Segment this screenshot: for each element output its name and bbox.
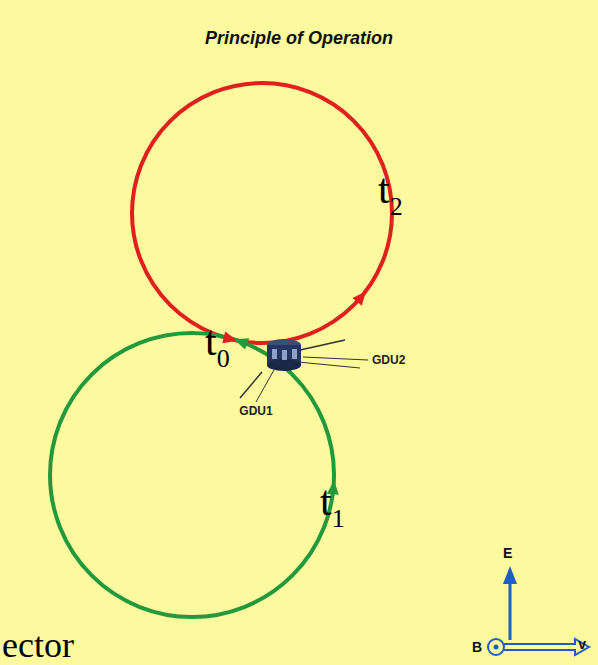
time-label: t0 [205, 320, 230, 362]
diagram-title: Principle of Operation [205, 28, 393, 49]
gun-detector-label: GDU2 [372, 353, 405, 367]
orbit-arrows [222, 291, 366, 495]
orbit-arrowhead [352, 291, 366, 306]
axis-label: v [578, 636, 586, 652]
axis-label: B [472, 639, 482, 655]
spacecraft [240, 339, 360, 398]
leader-line [256, 370, 274, 402]
axes [488, 566, 589, 655]
time-label: t2 [378, 168, 403, 210]
green-orbit [50, 333, 334, 617]
orbit-arrowhead [234, 338, 249, 349]
leader-line [303, 357, 368, 360]
gun-detector-label: GDU1 [239, 404, 272, 418]
cut-off-text: ector [2, 627, 74, 663]
orbit-arrowhead [222, 332, 237, 344]
red-orbit [132, 83, 392, 343]
axis-label: E [503, 545, 512, 561]
time-label: t1 [320, 480, 345, 522]
